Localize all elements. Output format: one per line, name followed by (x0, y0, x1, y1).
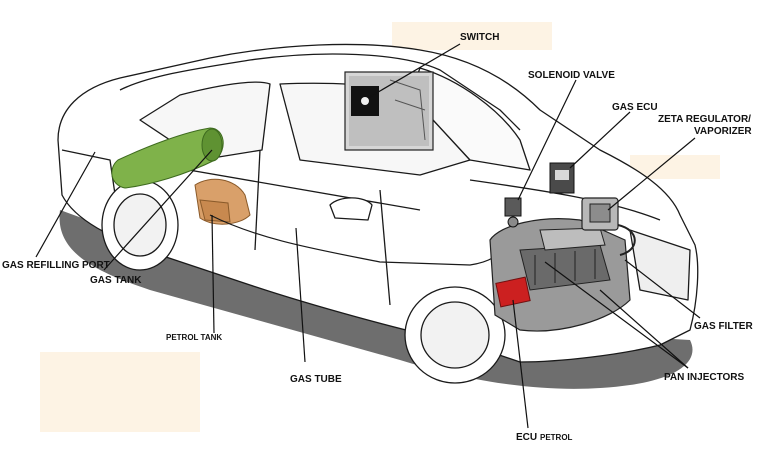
label-pan-injectors: PAN INJECTORS (664, 372, 745, 383)
label-petrol: PETROL (540, 433, 573, 442)
label-zeta-regulator-line1: ZETA REGULATOR/ (658, 114, 751, 125)
label-ecu: ECU (516, 432, 537, 443)
label-gas-tube: GAS TUBE (290, 374, 342, 385)
label-background-patches (40, 22, 720, 432)
switch-inset (344, 71, 434, 151)
label-solenoid-valve: SOLENOID VALVE (528, 70, 615, 81)
label-zeta-regulator-line2: VAPORIZER (694, 126, 752, 137)
gas-tank-shape (111, 127, 224, 189)
engine-block (489, 218, 631, 332)
label-switch: SWITCH (460, 32, 499, 43)
solenoid-valve-shape (504, 197, 522, 228)
label-petrol-tank: PETROL TANK (166, 333, 222, 342)
petrol-ecu-box (495, 276, 531, 308)
petrol-tank-shape (194, 178, 251, 225)
wheels (101, 179, 506, 384)
label-gas-tank: GAS TANK (90, 275, 142, 286)
label-gas-refilling-port: GAS REFILLING PORT (2, 260, 110, 271)
label-gas-filter: GAS FILTER (694, 321, 753, 332)
pointer-lines (35, 43, 701, 429)
zeta-regulator-shape (581, 197, 636, 256)
label-gas-ecu: GAS ECU (612, 102, 658, 113)
